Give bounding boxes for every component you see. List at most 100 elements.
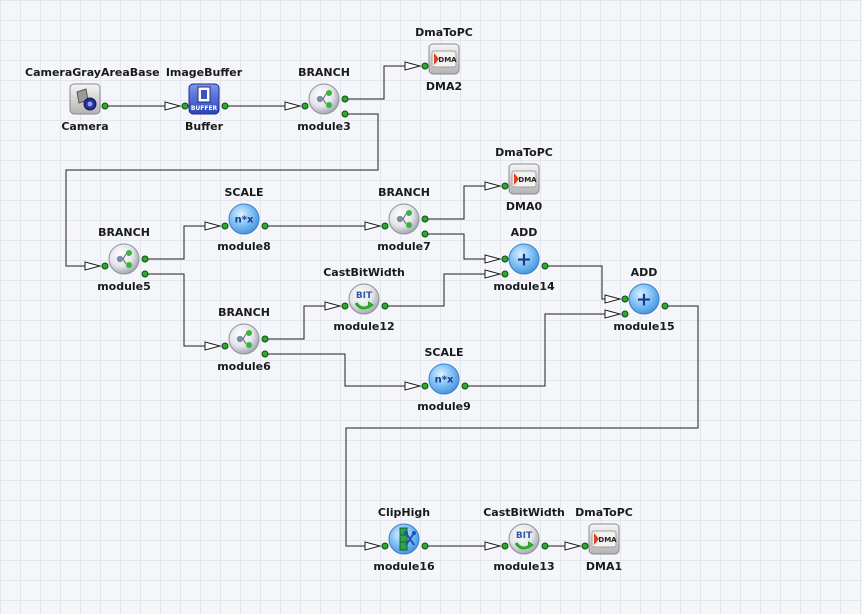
node-name-label: module12 [333,320,395,333]
buffer-output-port[interactable] [221,102,229,110]
node-module3[interactable]: BRANCH module3 [264,66,384,146]
module7-output-port[interactable] [421,230,429,238]
module3-input-port[interactable] [301,102,309,110]
module9-output-port[interactable] [461,382,469,390]
wire-module6-module9 [265,353,420,387]
node-module15[interactable]: ADD + module15 [584,266,704,346]
node-name-label: Buffer [184,120,223,133]
wire-arrowhead [564,541,582,551]
wire-arrowhead [404,381,422,391]
wire-arrowhead [84,261,102,271]
svg-text:DMA: DMA [598,536,617,544]
module15-input-port[interactable] [621,310,629,318]
node-module14[interactable]: ADD + module14 [464,226,584,306]
camera-icon [69,83,101,115]
node-buffer[interactable]: ImageBuffer BUFFER Buffer [144,66,264,146]
camera-output-port[interactable] [101,102,109,110]
wire-module5-module6 [145,273,220,347]
wire-module6-module12 [265,305,340,340]
branch-icon [228,323,260,355]
branch-icon [108,243,140,275]
node-type-label: CastBitWidth [483,506,565,519]
module16-input-port[interactable] [381,542,389,550]
node-name-label: Camera [61,120,109,133]
node-module5[interactable]: BRANCH module5 [64,226,184,306]
cliphigh-icon [388,523,420,555]
node-dma1[interactable]: DmaToPC DMA DMA1 [544,506,664,586]
module14-input-port[interactable] [501,270,509,278]
wire-arrowhead [484,541,502,551]
wire-module9-module15 [465,313,620,387]
svg-text:n*x: n*x [435,375,454,386]
wire-arrowhead [204,221,222,231]
node-dma0[interactable]: DmaToPC DMA DMA0 [464,146,584,226]
svg-text:+: + [636,289,652,311]
module7-input-port[interactable] [381,222,389,230]
module14-input-port[interactable] [501,255,509,263]
module3-output-port[interactable] [341,110,349,118]
node-dma2[interactable]: DmaToPC DMA DMA2 [384,26,504,106]
svg-text:BIT: BIT [516,531,533,541]
node-type-label: BRANCH [218,306,270,319]
bitcast-icon: BIT [508,523,540,555]
dma-icon: DMA [588,523,620,555]
dma0-input-port[interactable] [501,182,509,190]
module14-output-port[interactable] [541,262,549,270]
node-module6[interactable]: BRANCH module6 [184,306,304,386]
module12-input-port[interactable] [341,302,349,310]
node-module12[interactable]: CastBitWidth BIT module12 [304,266,424,346]
module12-output-port[interactable] [381,302,389,310]
node-module7[interactable]: BRANCH module7 [344,186,464,266]
module15-output-port[interactable] [661,302,669,310]
svg-text:BUFFER: BUFFER [191,105,218,112]
node-type-label: DmaToPC [415,26,473,39]
node-name-label: module9 [417,400,471,413]
module9-input-port[interactable] [421,382,429,390]
module6-output-port[interactable] [261,335,269,343]
module5-output-port[interactable] [141,270,149,278]
wire-arrowhead [604,294,622,304]
node-module13[interactable]: CastBitWidth BIT module13 [464,506,584,586]
node-name-label: module13 [493,560,555,573]
scale-icon: n*x [228,203,260,235]
module8-input-port[interactable] [221,222,229,230]
dma-icon: DMA [428,43,460,75]
module5-input-port[interactable] [101,262,109,270]
node-name-label: module6 [217,360,271,373]
wire-module3-dma2 [345,65,420,100]
node-camera[interactable]: CameraGrayAreaBase Camera [25,66,160,146]
dma2-input-port[interactable] [421,62,429,70]
wire-arrowhead [324,301,342,311]
module7-output-port[interactable] [421,215,429,223]
module13-output-port[interactable] [541,542,549,550]
node-type-label: CameraGrayAreaBase [25,66,160,79]
module5-output-port[interactable] [141,255,149,263]
node-module8[interactable]: SCALE n*x module8 [184,186,304,266]
buffer-input-port[interactable] [181,102,189,110]
scale-icon: n*x [428,363,460,395]
module16-output-port[interactable] [421,542,429,550]
module8-output-port[interactable] [261,222,269,230]
node-module9[interactable]: SCALE n*x module9 [384,346,504,426]
module15-input-port[interactable] [621,295,629,303]
dma1-input-port[interactable] [581,542,589,550]
wire-arrowhead [284,101,302,111]
module6-input-port[interactable] [221,342,229,350]
node-name-label: module8 [217,240,271,253]
module6-output-port[interactable] [261,350,269,358]
branch-icon [308,83,340,115]
wire-arrowhead [484,269,502,279]
wire-arrowhead [604,309,622,319]
add-icon: + [508,243,540,275]
branch-icon [388,203,420,235]
node-module16[interactable]: ClipHigh module16 [344,506,464,586]
module3-output-port[interactable] [341,95,349,103]
module13-input-port[interactable] [501,542,509,550]
bitcast-icon: BIT [348,283,380,315]
svg-text:n*x: n*x [235,215,254,226]
svg-text:BIT: BIT [356,291,373,301]
node-type-label: BRANCH [298,66,350,79]
node-type-label: SCALE [424,346,464,359]
node-name-label: DMA0 [505,200,543,213]
